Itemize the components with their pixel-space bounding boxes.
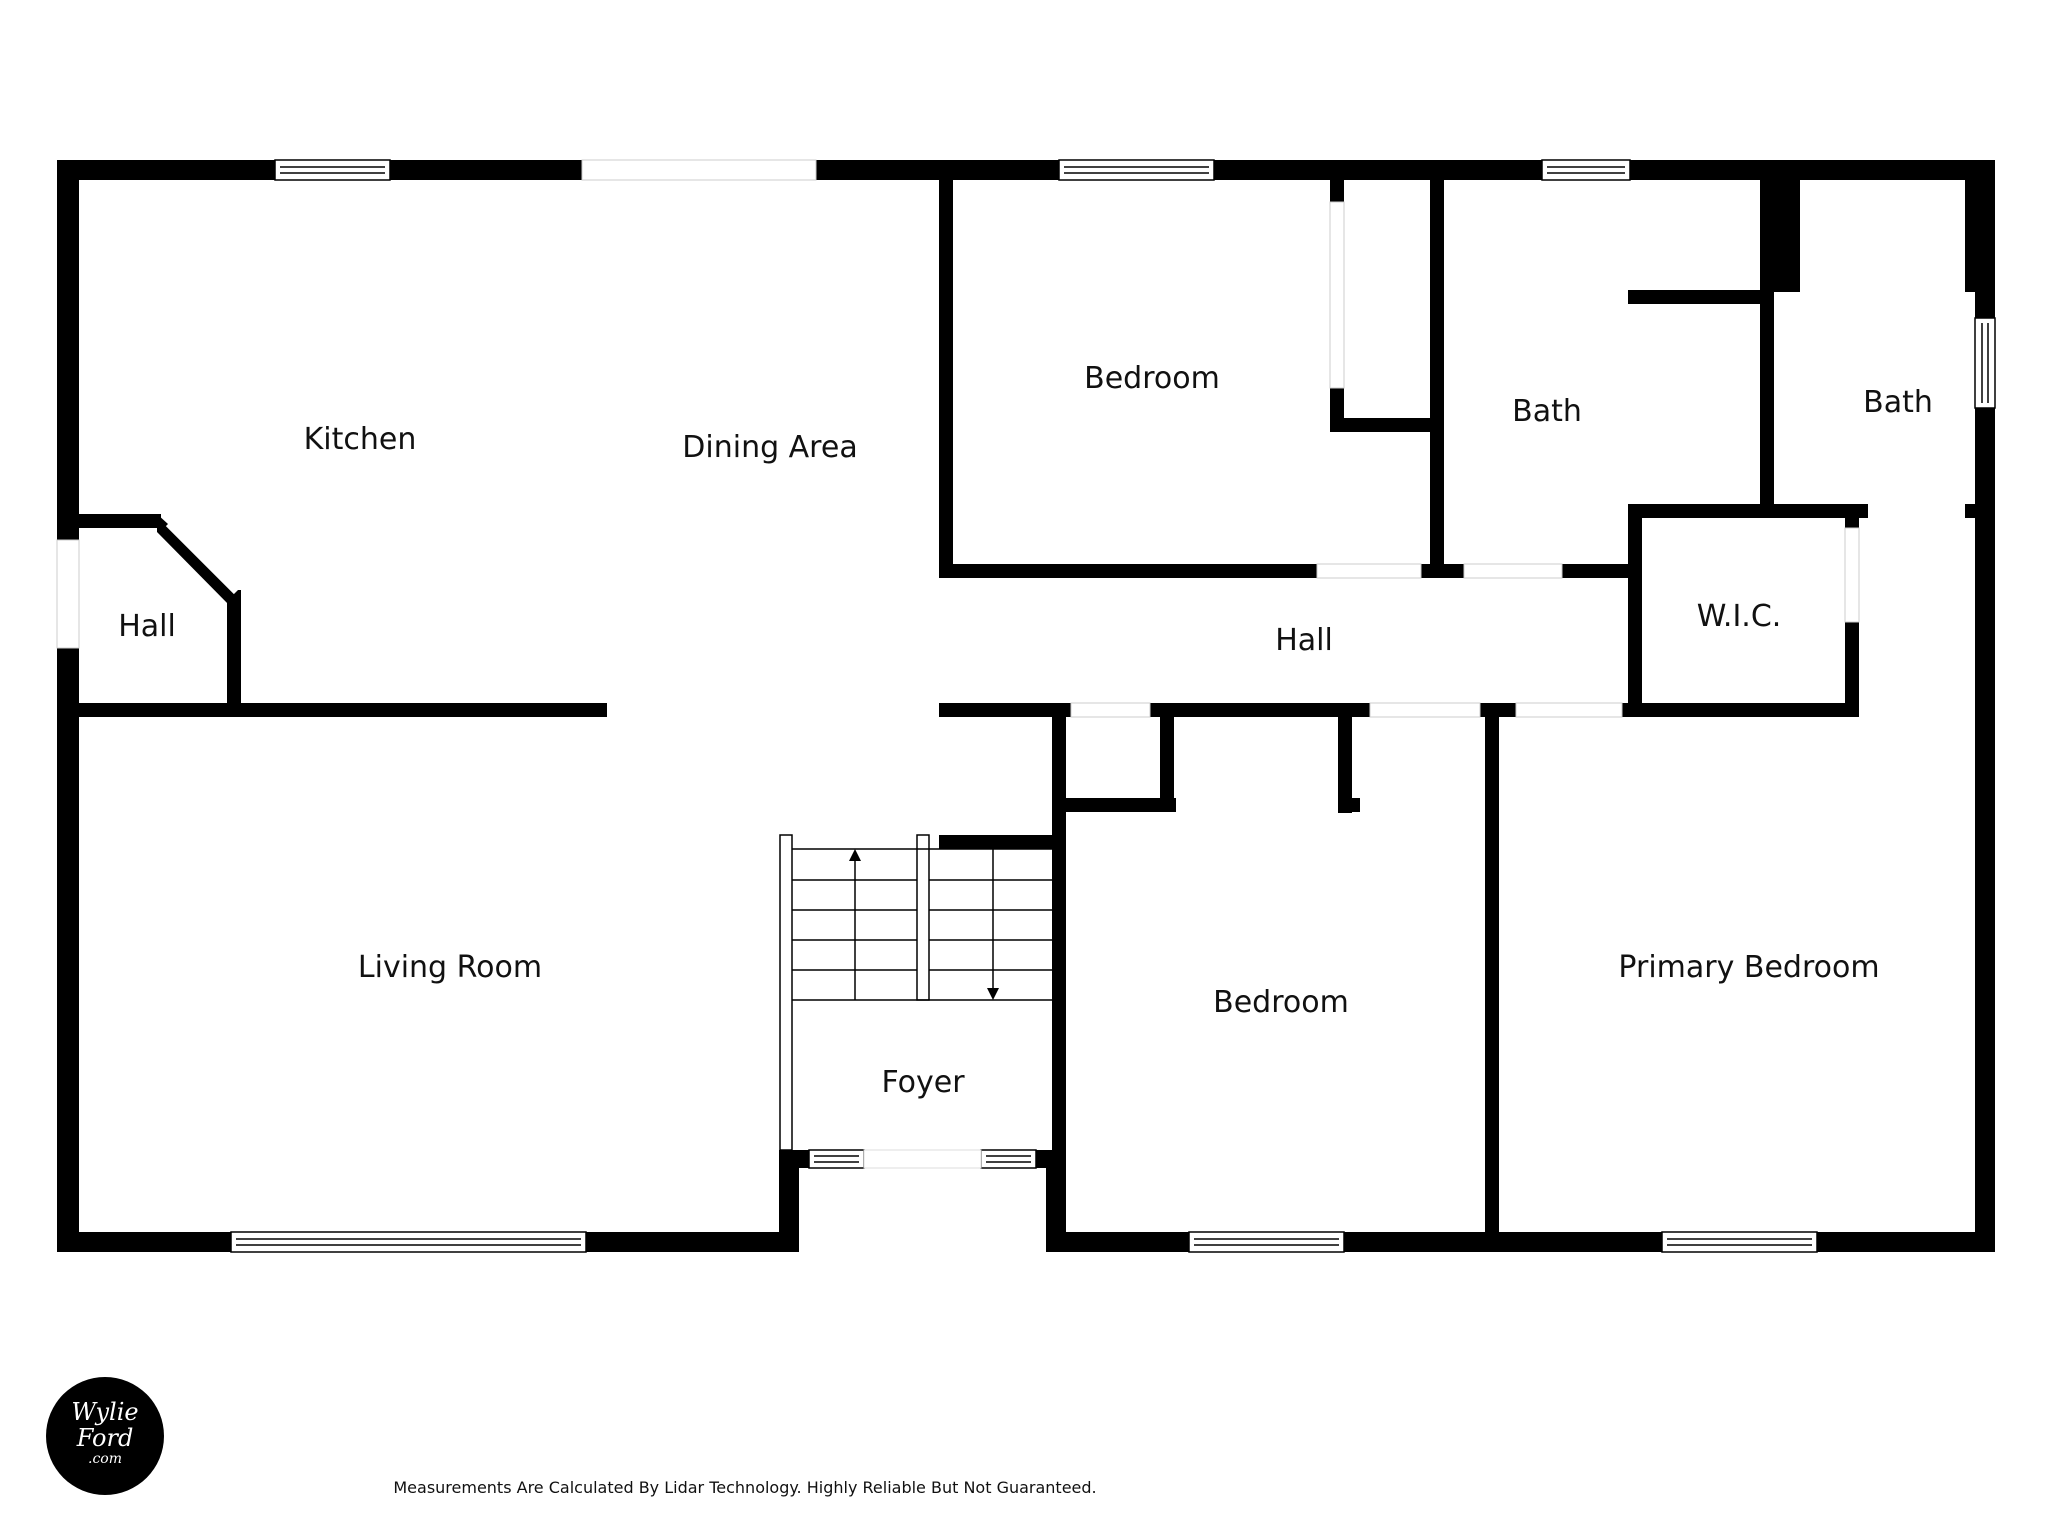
room-label-hall-center: Hall <box>1275 623 1333 658</box>
room-label-bath-center: Bath <box>1512 394 1582 429</box>
room-label-kitchen: Kitchen <box>304 422 417 457</box>
room-label-bedroom-north: Bedroom <box>1084 361 1220 396</box>
angled-wall <box>157 514 241 607</box>
room-label-bath-east: Bath <box>1863 385 1933 420</box>
room-label-primary-bedroom: Primary Bedroom <box>1618 950 1879 985</box>
logo-line-1: Wylie <box>71 1398 139 1426</box>
room-label-dining-area: Dining Area <box>682 430 857 465</box>
logo-line-3: .com <box>88 1451 122 1467</box>
logo-line-2: Ford <box>76 1424 134 1452</box>
company-logo: Wylie Ford .com <box>46 1377 164 1495</box>
room-label-bedroom-south: Bedroom <box>1213 985 1349 1020</box>
room-label-foyer: Foyer <box>881 1065 965 1100</box>
logo-text: Wylie Ford .com <box>46 1399 164 1467</box>
room-label-hall-west: Hall <box>118 609 176 644</box>
walls <box>57 160 1995 1252</box>
room-label-wic: W.I.C. <box>1697 599 1782 634</box>
stairs <box>779 834 1052 1151</box>
disclaimer-text: Measurements Are Calculated By Lidar Tec… <box>393 1478 1097 1497</box>
stair-arrows <box>849 849 999 1000</box>
room-label-living-room: Living Room <box>358 950 542 985</box>
openings <box>56 159 1860 1169</box>
windows <box>230 159 1996 1253</box>
